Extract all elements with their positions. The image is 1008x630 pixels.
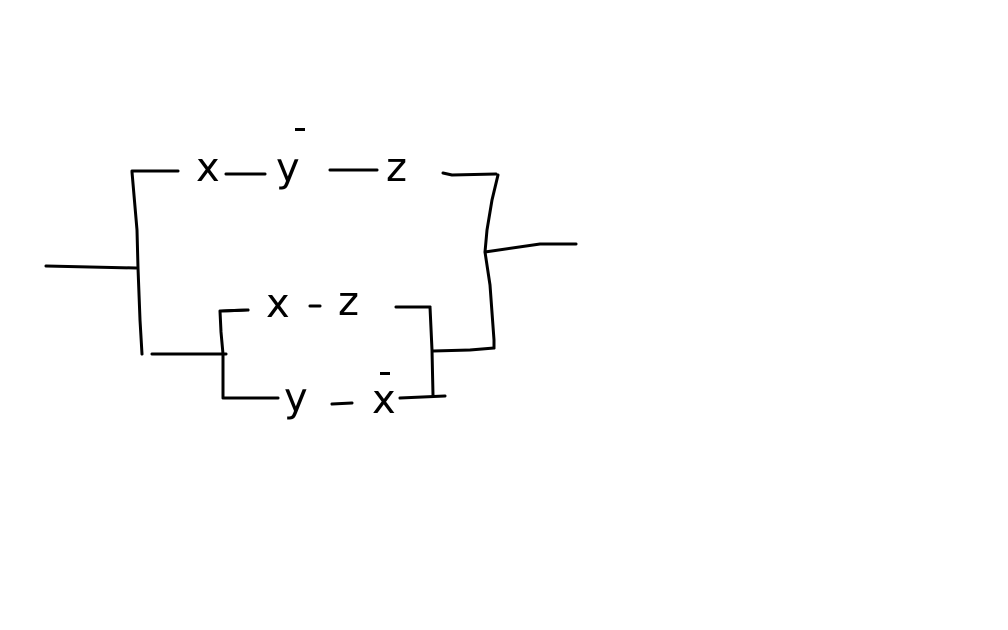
left-junction-wire bbox=[130, 170, 144, 356]
bottom-branch-right-wire bbox=[431, 346, 496, 353]
right-junction-wire bbox=[483, 173, 500, 350]
top-branch-wire-4 bbox=[441, 171, 498, 177]
complement-bar bbox=[295, 128, 305, 131]
switch-label-x-complement: x bbox=[372, 377, 396, 423]
switch-label-x: x bbox=[196, 145, 220, 191]
output-wire bbox=[483, 242, 578, 254]
input-wire bbox=[44, 264, 138, 270]
switch-label-x: x bbox=[266, 281, 290, 327]
inner-top-wire-1 bbox=[219, 308, 250, 313]
switch-label-y: y bbox=[284, 375, 308, 421]
inner-bottom-wire-2 bbox=[330, 401, 354, 406]
switch-label-z: z bbox=[338, 279, 359, 325]
switch-label-y-complement: y bbox=[276, 145, 300, 191]
inner-bottom-wire-3 bbox=[398, 394, 447, 400]
inner-left-junction-wire bbox=[218, 308, 250, 400]
switch-label-z: z bbox=[386, 145, 407, 191]
complement-bar bbox=[380, 372, 390, 375]
